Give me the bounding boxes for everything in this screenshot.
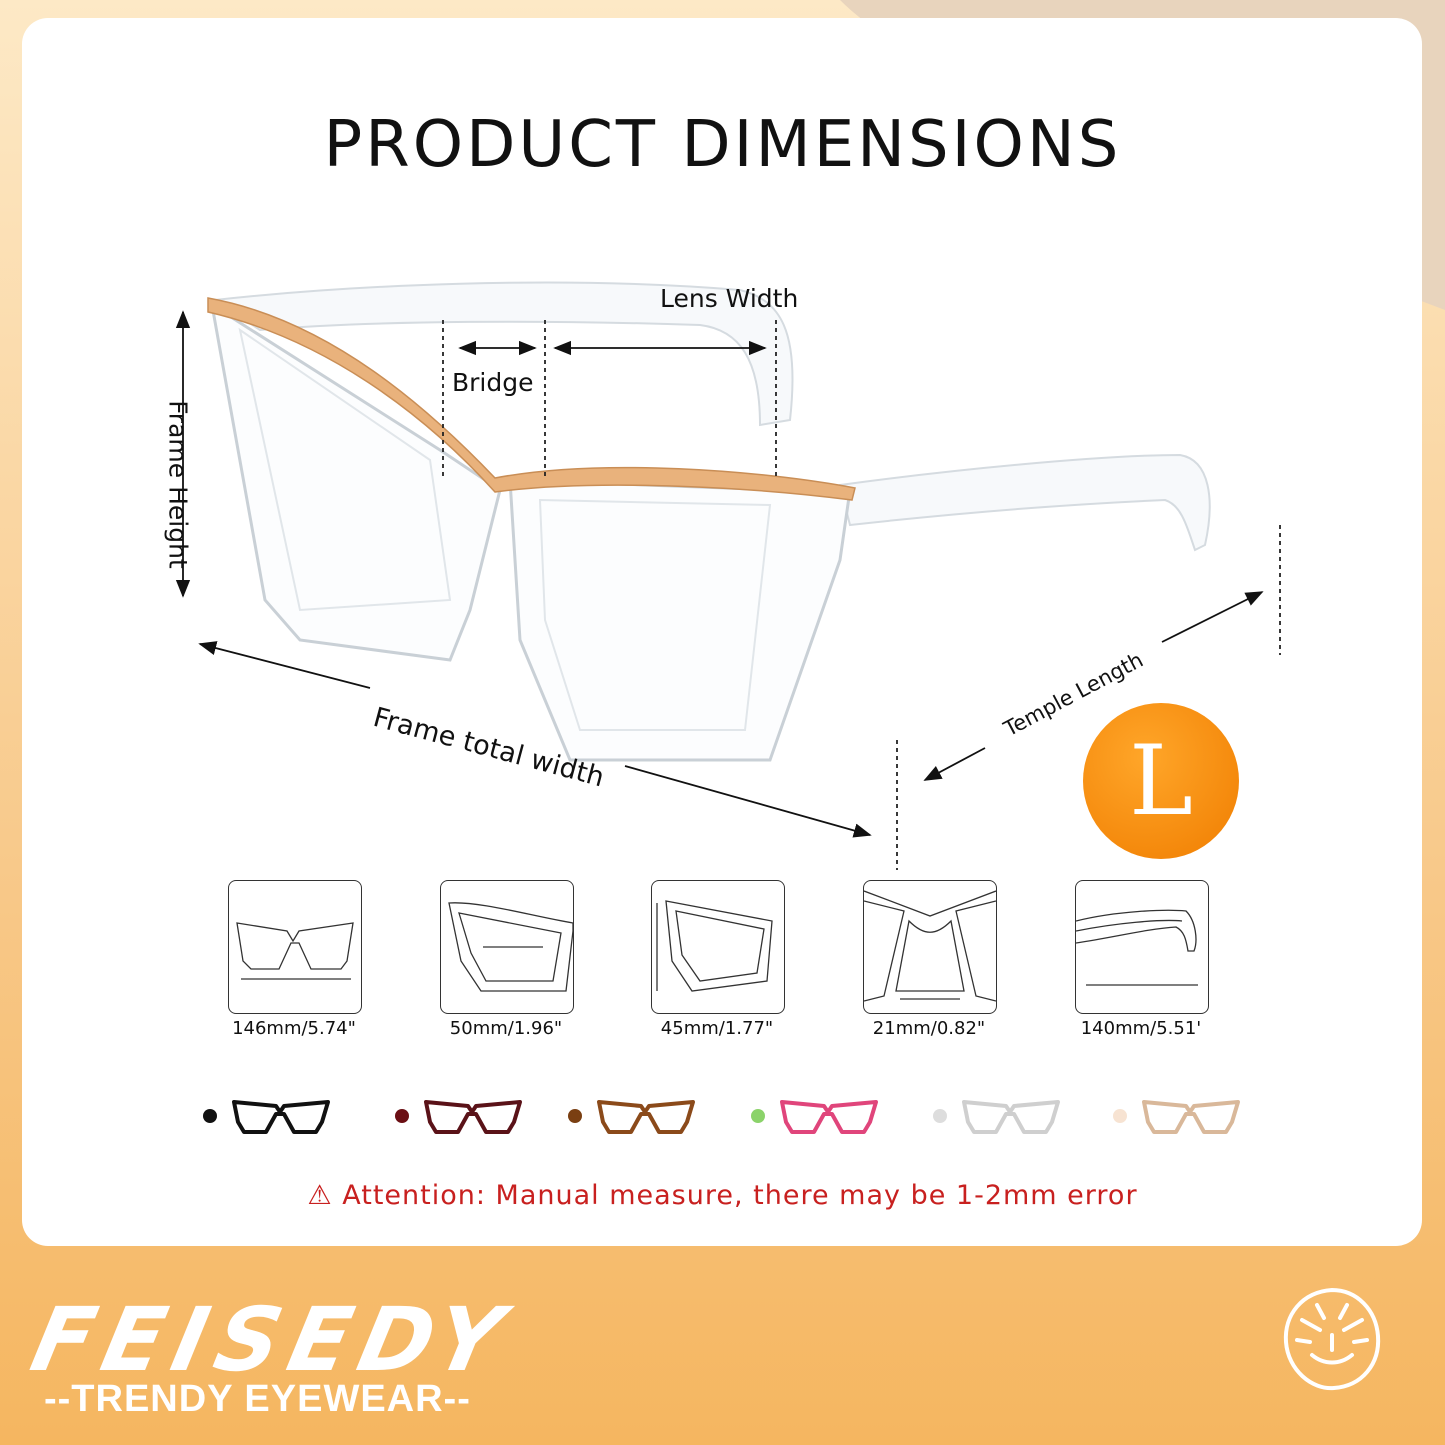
color-swatch-dot	[1113, 1109, 1127, 1123]
temple-length-icon	[1075, 880, 1209, 1014]
color-variant[interactable]	[748, 1092, 883, 1140]
measurement-label: 45mm/1.77"	[660, 1018, 774, 1039]
temple-arm	[212, 281, 1211, 552]
color-swatch-dot	[203, 1109, 217, 1123]
color-variant[interactable]	[930, 1092, 1065, 1140]
variant-frame	[232, 1100, 330, 1134]
gold-brow-bar	[207, 297, 856, 501]
color-variant[interactable]	[1110, 1092, 1245, 1140]
measurement-label: 140mm/5.51'	[1080, 1018, 1202, 1039]
variant-frame	[424, 1100, 522, 1134]
tiger-logo-icon	[1283, 1287, 1381, 1391]
lens-width-label: Lens Width	[660, 284, 799, 313]
measurement-label: 50mm/1.96"	[449, 1018, 563, 1039]
color-variant[interactable]	[200, 1092, 335, 1140]
brand-logo-text: FEISEDY	[23, 1288, 522, 1391]
variant-frame	[780, 1100, 878, 1134]
page-title: PRODUCT DIMENSIONS	[323, 108, 1122, 182]
variant-frame	[962, 1100, 1060, 1134]
color-swatch-dot	[568, 1109, 582, 1123]
color-variant[interactable]	[565, 1092, 700, 1140]
measurement-label: 146mm/5.74"	[232, 1018, 356, 1039]
bridge-icon	[863, 880, 997, 1014]
frame-height-icon	[651, 880, 785, 1014]
variant-frame	[597, 1100, 695, 1134]
brand-tagline: --TRENDY EYEWEAR--	[44, 1378, 471, 1420]
color-swatch-dot	[933, 1109, 947, 1123]
attention-note: ⚠ Attention: Manual measure, there may b…	[307, 1180, 1138, 1211]
color-swatch-dot	[751, 1109, 765, 1123]
glasses-diagram	[175, 281, 1281, 870]
color-swatch-dot	[395, 1109, 409, 1123]
color-variant[interactable]	[392, 1092, 527, 1140]
frame-height-label: Frame Height	[163, 400, 193, 569]
variant-frame	[1142, 1100, 1240, 1134]
bridge-label: Bridge	[452, 368, 534, 397]
size-badge: L	[1083, 703, 1239, 859]
lens-width-icon	[440, 880, 574, 1014]
measurement-label: 21mm/0.82"	[872, 1018, 986, 1039]
frame-total-width-icon	[228, 880, 362, 1014]
